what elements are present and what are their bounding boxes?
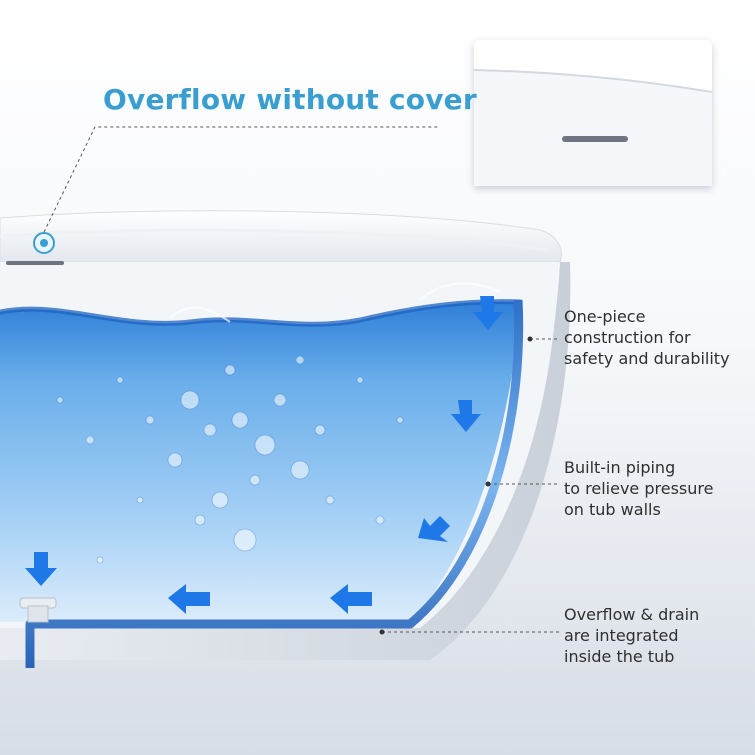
callout-line: One-piece [564, 307, 646, 326]
callout-line: construction for [564, 328, 691, 347]
water-surface [0, 299, 523, 327]
arrow-left-icon [330, 584, 372, 614]
headline: Overflow without cover [103, 83, 477, 116]
wall-piping [25, 299, 524, 668]
bubbles [56, 355, 404, 564]
arrow-left-icon [168, 584, 210, 614]
headline-leader [43, 126, 440, 233]
callout-built-in-piping: Built-in piping to relieve pressure on t… [564, 457, 754, 520]
water [0, 301, 520, 622]
arrow-down-icon [451, 400, 481, 432]
arrow-down-left-icon [418, 516, 450, 542]
arrow-down-icon [473, 296, 503, 330]
tub-rim [0, 210, 562, 263]
flow-arrows [25, 296, 503, 614]
callout-line: Built-in piping [564, 458, 676, 477]
overflow-slot-icon [562, 136, 628, 142]
callout-line: to relieve pressure [564, 479, 714, 498]
callout-leaders [379, 336, 560, 635]
callout-line: inside the tub [564, 647, 675, 666]
arrow-down-icon [25, 552, 57, 586]
overflow-outlet [6, 232, 64, 265]
callout-overflow-drain: Overflow & drain are integrated inside t… [564, 604, 754, 667]
callout-line: are integrated [564, 626, 679, 645]
callout-line: on tub walls [564, 500, 661, 519]
inset-overflow-detail [473, 40, 713, 186]
callout-line: safety and durability [564, 349, 730, 368]
callout-line: Overflow & drain [564, 605, 700, 624]
callout-one-piece: One-piece construction for safety and du… [564, 306, 754, 369]
